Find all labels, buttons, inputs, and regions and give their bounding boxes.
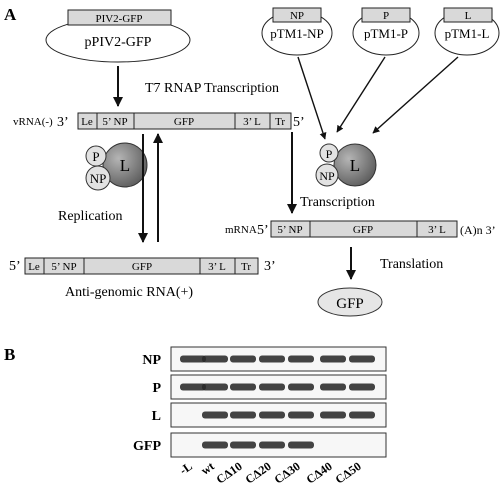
blot-row-label: P (152, 381, 161, 396)
antigenomic-le: Le (28, 261, 40, 273)
plasmid-ptm1-np: NP pTM1-NP (261, 7, 333, 56)
blot-band (259, 411, 285, 419)
vrna-3-end: 3’ (57, 115, 69, 130)
blot-band (180, 383, 206, 391)
blot-band (202, 441, 228, 449)
blot-row-label: GFP (133, 439, 161, 454)
p-to-complex-arrow (336, 56, 386, 133)
vrna-label: vRNA(-) (13, 116, 53, 128)
blot-lane-label: CΔ20 (243, 459, 274, 487)
mrna-3l: 3’ L (428, 224, 446, 236)
antigenomic-5np: 5’ NP (51, 261, 76, 273)
antigenomic-gfp: GFP (132, 261, 152, 273)
transcription-complex-l: L (350, 156, 360, 175)
plasmid-ptm1-l: L pTM1-L (434, 7, 500, 56)
plasmid-p-box-label: P (383, 10, 389, 22)
blot-band (349, 411, 375, 419)
blot-lane-label: CΔ40 (304, 459, 335, 487)
blot-band (288, 441, 314, 449)
blot-band (202, 411, 228, 419)
vrna-5np: 5’ NP (102, 116, 127, 128)
blot-band (230, 383, 256, 391)
translation-label: Translation (380, 257, 443, 272)
blot-band (349, 383, 375, 391)
replication-complex-p: P (92, 149, 99, 164)
blot-band (230, 441, 256, 449)
blot-row-label: NP (142, 353, 161, 368)
vrna-le: Le (81, 116, 93, 128)
mrna-gfp: GFP (353, 224, 373, 236)
plasmid-piv2-gfp-name: pPIV2-GFP (85, 35, 152, 50)
vrna-tr: Tr (275, 116, 285, 128)
blot-band (259, 383, 285, 391)
mrna: mRNA 5’ 5’ NP GFP 3’ L (A)n 3’ (225, 220, 496, 238)
gfp-product-label: GFP (336, 296, 364, 312)
replication-label: Replication (58, 209, 123, 224)
plasmid-ptm1-p: P pTM1-P (352, 7, 420, 56)
plasmid-piv2-gfp: PIV2-GFP pPIV2-GFP (45, 9, 191, 63)
antigenomic-3l: 3’ L (208, 261, 226, 273)
blot-band (349, 355, 375, 363)
replication-complex-l: L (120, 156, 130, 175)
plasmid-p-name: pTM1-P (364, 26, 408, 41)
vrna-gfp: GFP (174, 116, 194, 128)
blot-band (288, 355, 314, 363)
panel-b-label: B (4, 345, 15, 364)
plasmid-piv2-gfp-box-label: PIV2-GFP (95, 13, 142, 25)
blot-panels (170, 346, 387, 458)
transcription-complex-p: P (326, 147, 333, 161)
mrna-5-end: 5’ (257, 223, 269, 238)
plasmid-np-box-label: NP (290, 10, 304, 22)
plasmid-l-name: pTM1-L (445, 26, 490, 41)
replication-complex-np: NP (90, 171, 107, 186)
blot-band (288, 411, 314, 419)
mrna-5np: 5’ NP (277, 224, 302, 236)
vrna-5-end: 5’ (293, 115, 305, 130)
blot-band (320, 411, 346, 419)
antigenomic-tr: Tr (241, 261, 251, 273)
blot-band (259, 355, 285, 363)
blot-lane-label: CΔ30 (272, 459, 303, 487)
blot-row-labels: NP PL GFP (133, 353, 161, 454)
blot-lane-label: CΔ50 (333, 459, 364, 487)
plasmid-np-name: pTM1-NP (270, 26, 323, 41)
blot-band (202, 355, 228, 363)
antigenomic-caption: Anti-genomic RNA(+) (65, 285, 193, 300)
blot-lane-label: -L (177, 459, 195, 477)
blot-band (202, 383, 228, 391)
antigenomic-rna: 5’ Le 5’ NP GFP 3’ L Tr 3’ (9, 257, 276, 275)
vrna-3l: 3’ L (243, 116, 261, 128)
blot-band (230, 355, 256, 363)
blot-band (320, 383, 346, 391)
transcription-complex-np: NP (319, 169, 335, 183)
plasmid-l-box-label: L (465, 10, 472, 22)
mrna-polya-tail: (A)n 3’ (460, 223, 496, 237)
gfp-product: GFP (317, 287, 383, 317)
blot-band (320, 355, 346, 363)
t7-transcription-label: T7 RNAP Transcription (145, 81, 279, 96)
blot-band (259, 441, 285, 449)
np-to-complex-arrow (297, 56, 327, 140)
mrna-label: mRNA (225, 224, 257, 236)
l-to-complex-arrow (372, 56, 459, 134)
blot-lane-label: CΔ10 (214, 459, 245, 487)
antigenomic-5-end: 5’ (9, 259, 21, 274)
blot-band (180, 355, 206, 363)
antigenomic-3-end: 3’ (264, 259, 276, 274)
blot-band (230, 411, 256, 419)
transcription-label: Transcription (300, 195, 375, 210)
panel-a-label: A (4, 5, 17, 24)
blot-row-label: L (152, 409, 161, 424)
replication-complex: L P NP (85, 142, 148, 191)
vrna-genome: vRNA(-) 3’ Le 5’ NP GFP 3’ L Tr 5’ (13, 112, 305, 130)
transcription-complex: L P NP (315, 143, 377, 187)
blot-band (288, 383, 314, 391)
